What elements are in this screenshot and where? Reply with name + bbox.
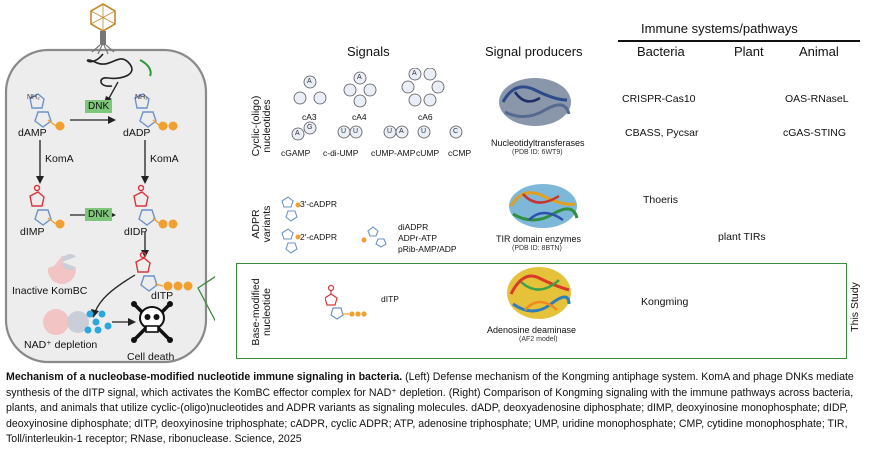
header-underline bbox=[618, 40, 860, 42]
cbass-pycsar-label: CBASS, Pycsar bbox=[625, 127, 699, 139]
ca3-label: cA3 bbox=[302, 112, 317, 122]
ca4-letter: A bbox=[357, 74, 362, 81]
nucleotidyltransferase-structure-icon bbox=[499, 78, 571, 126]
cgamp-letter-a: A bbox=[295, 130, 300, 137]
dimp-label: dIMP bbox=[20, 226, 45, 238]
active-kombc-icon bbox=[43, 309, 112, 335]
cdiump-label: c-di-UMP bbox=[323, 148, 359, 158]
dnk-gene bbox=[139, 59, 152, 77]
cgamp-label: cGAMP bbox=[281, 148, 311, 158]
ccmp-letter-c: C bbox=[453, 128, 459, 135]
kongming-label: Kongming bbox=[641, 296, 689, 308]
tir-domain-structure-icon bbox=[509, 184, 579, 228]
ccmp-label: cCMP bbox=[448, 148, 472, 158]
cell-death-label: Cell death bbox=[127, 351, 175, 363]
ditp-label: dITP bbox=[151, 290, 174, 302]
damp-molecule bbox=[29, 93, 65, 131]
cump-label: cUMP bbox=[416, 148, 440, 158]
ditp-signal-icon bbox=[325, 284, 367, 320]
nucleotidyltransferases-pdb: (PDB ID: 6WT9) bbox=[512, 149, 563, 156]
inactive-kombc-icon bbox=[47, 254, 78, 284]
immune-systems-header: Immune systems/pathways bbox=[641, 21, 798, 36]
producers-header: Signal producers bbox=[485, 44, 583, 59]
bacteria-header: Bacteria bbox=[637, 44, 685, 59]
ditp-molecule bbox=[135, 251, 193, 292]
cyclic-signal-icons bbox=[291, 68, 463, 141]
dadp-label: dADP bbox=[123, 127, 151, 139]
adpr-atp-label: ADPr-ATP bbox=[398, 233, 438, 243]
damp-label: dAMP bbox=[18, 127, 47, 139]
ca6-letter: A bbox=[412, 70, 417, 77]
cdiump-letter-u2: U bbox=[353, 128, 359, 135]
cgas-sting-label: cGAS-STING bbox=[783, 127, 847, 139]
ca4-icon bbox=[343, 71, 377, 108]
prib-amp-adp-label: pRib-AMP/ADP bbox=[398, 244, 457, 254]
koma-label-1: KomA bbox=[45, 153, 74, 165]
plant-tirs-label: plant TIRs bbox=[718, 231, 766, 243]
tir-domain-pdb: (PDB ID: 8BTN) bbox=[512, 245, 562, 252]
this-study-box bbox=[236, 263, 847, 359]
crispr-cas10-label: CRISPR-Cas10 bbox=[622, 93, 696, 105]
dnk-label-1: DNK bbox=[85, 100, 113, 113]
ca4-label: cA4 bbox=[352, 112, 367, 122]
cell-diagram bbox=[4, 3, 215, 364]
cumpamp-letter-a: A bbox=[399, 128, 404, 135]
cumpamp-letter-u: U bbox=[387, 128, 393, 135]
tir-domain-label: TIR domain enzymes bbox=[496, 234, 582, 244]
dnk-label-2: DNK bbox=[85, 208, 113, 221]
dinucleotide-icons bbox=[291, 121, 463, 141]
koma-label-2: KomA bbox=[150, 153, 179, 165]
nh2-label-2: NH₂ bbox=[135, 94, 148, 101]
dimp-molecule bbox=[29, 184, 65, 229]
animal-header: Animal bbox=[799, 44, 839, 59]
nad-depletion-label: NAD⁺ depletion bbox=[24, 339, 98, 351]
ca6-label: cA6 bbox=[418, 112, 433, 122]
didp-molecule bbox=[133, 184, 178, 229]
plant-header: Plant bbox=[734, 44, 764, 59]
oas-rnasel-label: OAS-RNaseL bbox=[785, 93, 849, 105]
didp-label: dIDP bbox=[124, 226, 148, 238]
adpr-signal-icons bbox=[281, 196, 387, 254]
phage-dna bbox=[86, 53, 133, 87]
figure-caption: Mechanism of a nucleobase-modified nucle… bbox=[6, 370, 866, 448]
nh2-label-1: NH₂ bbox=[27, 94, 40, 101]
ca6-icon bbox=[401, 68, 445, 107]
cdiump-letter-u1: U bbox=[341, 128, 347, 135]
row-label-cyclic: Cyclic-(oligo)nucleotides bbox=[250, 95, 273, 157]
dadp-molecule bbox=[134, 93, 178, 131]
adenosine-deaminase-pdb: (AF2 model) bbox=[519, 336, 558, 343]
diadpr-label: diADPR bbox=[398, 222, 429, 232]
adenosine-deaminase-label: Adenosine deaminase bbox=[487, 325, 577, 335]
skull-crossbones-icon bbox=[131, 301, 173, 343]
3-cadpr-label: 3′-cADPR bbox=[300, 199, 338, 209]
ca3-letter: A bbox=[307, 78, 312, 85]
cumpamp-label: cUMP-AMP bbox=[371, 148, 416, 158]
adenosine-deaminase-structure-icon bbox=[507, 267, 571, 319]
caption-title: Mechanism of a nucleobase-modified nucle… bbox=[6, 371, 403, 383]
ca3-icon bbox=[293, 75, 327, 105]
ditp-signal-label: dITP bbox=[381, 294, 399, 304]
signals-header: Signals bbox=[347, 44, 390, 59]
inactive-kombc-label: Inactive KomBC bbox=[12, 285, 88, 297]
caption-body: (Left) Defense mechanism of the Kongming… bbox=[6, 371, 854, 445]
this-study-label: This Study bbox=[849, 282, 861, 332]
2-cadpr-label: 2′-cADPR bbox=[300, 232, 338, 242]
phage-icon bbox=[90, 3, 116, 55]
cump-letter-u: U bbox=[421, 128, 427, 135]
thoeris-label: Thoeris bbox=[643, 194, 679, 206]
cgamp-letter-g: G bbox=[307, 124, 313, 131]
nucleotidyltransferases-label: Nucleotidyltransferases bbox=[491, 138, 585, 148]
